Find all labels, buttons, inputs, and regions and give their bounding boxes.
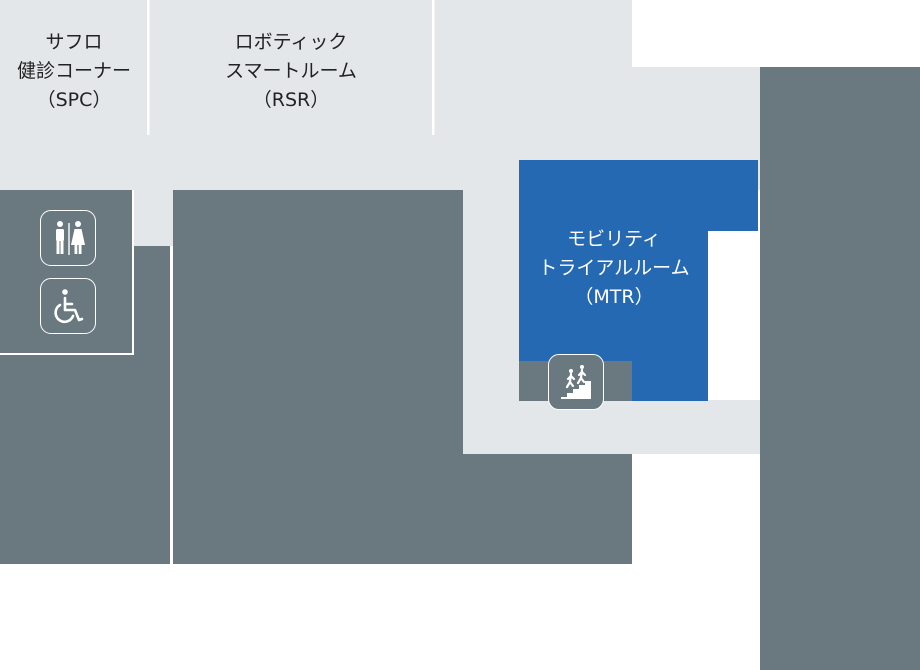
- rsr-name-line3: （RSR）: [252, 89, 330, 111]
- accessible-toilet-icon[interactable]: [40, 278, 96, 334]
- spc-name-line1: サフロ: [45, 31, 103, 53]
- lower-center-block: [463, 454, 632, 564]
- corridor-area: [0, 0, 760, 454]
- spc-name-line2: 健診コーナー: [16, 60, 131, 82]
- rsr-name-line1: ロボティック: [234, 31, 348, 53]
- mtr-name-line2: トライアルルーム: [538, 257, 690, 279]
- mtr-room-shape[interactable]: [519, 160, 758, 401]
- room-label-mtr[interactable]: モビリティ トライアルルーム （MTR）: [519, 225, 709, 312]
- center-block: [173, 190, 463, 564]
- right-tower-block: [760, 67, 920, 670]
- mtr-name-line3: （MTR）: [574, 286, 654, 308]
- rsr-name-line2: スマートルーム: [225, 60, 357, 82]
- mtr-name-line1: モビリティ: [567, 228, 661, 250]
- block-outlines: [0, 190, 172, 564]
- room-dividers: [147, 0, 435, 135]
- restroom-icon[interactable]: [40, 210, 96, 266]
- spc-name-line3: （SPC）: [36, 89, 112, 111]
- room-label-rsr[interactable]: ロボティック スマートルーム （RSR）: [150, 28, 432, 115]
- room-label-spc[interactable]: サフロ 健診コーナー （SPC）: [0, 28, 148, 115]
- stairs-icon[interactable]: [548, 354, 604, 410]
